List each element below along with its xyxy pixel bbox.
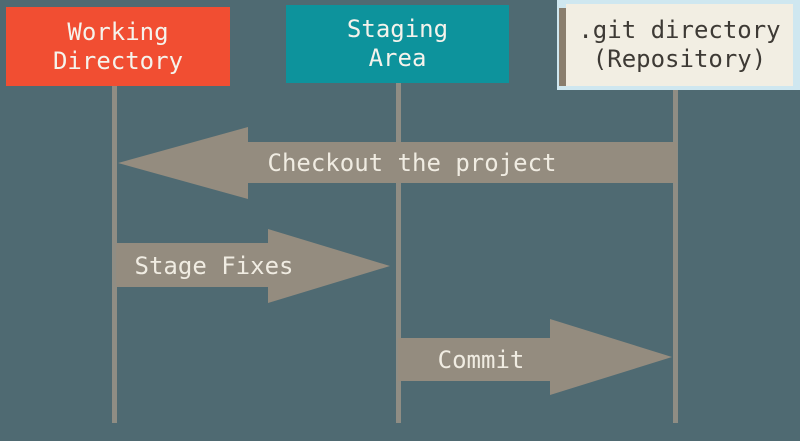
working-directory-label-line2: Directory [52,46,184,75]
git-directory-label-line2: (Repository) [592,45,767,73]
checkout-arrow-label: Checkout the project [267,149,557,177]
commit-arrow-body [398,338,552,381]
checkout-arrow-body [246,142,677,183]
stage-fixes-arrow-body [116,243,270,287]
stage-fixes-arrow-head-right-icon [268,229,390,303]
working-directory-lifeline [112,86,117,423]
staging-area-box: Staging Area [286,5,509,83]
checkout-arrow-head-left-icon [118,127,248,199]
staging-area-label-line1: Staging [346,15,449,43]
git-directory-label-line1: .git directory [578,16,781,44]
commit-arrow-label: Commit [437,346,525,374]
git-directory-box-inner: .git directory (Repository) [566,4,793,86]
git-directory-box-shadow [559,8,566,86]
staging-area-label-line2: Area [368,44,427,72]
working-directory-box: Working Directory [6,7,230,86]
commit-arrow-head-right-icon [550,319,672,395]
git-directory-box: .git directory (Repository) [557,0,800,90]
staging-area-lifeline [396,83,401,423]
stage-fixes-arrow-label: Stage Fixes [134,252,294,280]
git-directory-lifeline [673,89,678,423]
working-directory-label-line1: Working [67,17,169,46]
